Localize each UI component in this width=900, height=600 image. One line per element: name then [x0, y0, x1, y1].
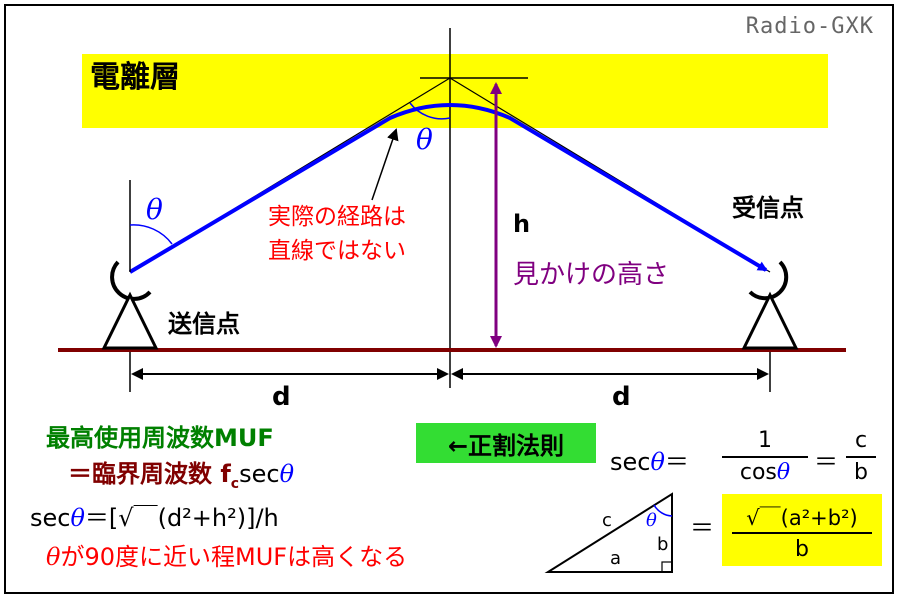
yellow-numerator: √￣(a²+b²)	[746, 506, 858, 530]
actual-path-note-2: 直線ではない	[268, 238, 406, 264]
triangle-equals: ＝	[690, 514, 714, 542]
triangle-theta-label: θ	[646, 510, 657, 531]
sec-def-eq: ＝	[664, 448, 689, 476]
distance-label-left: d	[272, 382, 291, 412]
sec-height-formula: secθ＝[√￣(d²+h²)]/h	[30, 506, 279, 530]
frac-den-2: b	[854, 460, 868, 485]
frac-num-1: 1	[758, 428, 772, 453]
sec-word: sec	[30, 504, 71, 532]
theta-arc-top	[409, 102, 451, 120]
muf-note: θが90度に近い程MUFは高くなる	[46, 545, 407, 569]
annotation-arrow	[371, 128, 399, 201]
fc-subscript: c	[230, 475, 240, 492]
h-label: h	[513, 210, 531, 238]
hypotenuse-ratio-box	[722, 494, 882, 566]
sec-theta: θ	[70, 504, 85, 532]
frac-num-2: c	[854, 428, 868, 453]
theta-arc-transmitter	[129, 224, 173, 245]
outer-frame	[4, 4, 894, 594]
theta-transmitter-label: θ	[146, 193, 163, 226]
frac-bar-1	[722, 456, 808, 458]
cos-theta: θ	[776, 460, 791, 485]
triangle-b-label: b	[657, 534, 669, 555]
ionosphere-band	[82, 54, 828, 128]
muf-title: 最高使用周波数MUF	[46, 424, 274, 452]
frac-den-1: cosθ	[722, 460, 808, 485]
transmitter-label: 送信点	[168, 310, 240, 338]
muf-theta: θ	[279, 460, 295, 488]
receiver-label: 受信点	[732, 194, 804, 222]
muf-sec: sec	[239, 460, 280, 488]
watermark: Radio-GXK	[745, 14, 874, 39]
sec-def-eq2: ＝	[814, 448, 838, 476]
sec-def-lhs: secθ＝	[610, 450, 689, 474]
frac-bar-2	[846, 456, 876, 458]
yellow-denominator: b	[795, 537, 809, 562]
sec-def-sec: sec	[610, 448, 651, 476]
note-theta: θ	[46, 543, 61, 571]
sec-def-theta: θ	[650, 448, 665, 476]
muf-critical-freq: ＝臨界周波数 f	[68, 460, 231, 488]
yellow-frac-bar	[732, 532, 872, 534]
actual-ray-path	[128, 103, 768, 274]
receiver-antenna-icon	[741, 260, 799, 350]
muf-formula: ＝臨界周波数 fcsecθ	[68, 462, 294, 491]
ionosphere-label: 電離層	[90, 60, 180, 95]
triangle-a-label: a	[610, 548, 622, 569]
theta-top-label: θ	[416, 123, 433, 156]
right-triangle	[544, 492, 673, 573]
note-text: が90度に近い程MUFは高くなる	[60, 543, 408, 571]
secant-law-label: ←正割法則	[416, 423, 596, 463]
triangle-c-label: c	[602, 510, 612, 531]
apparent-height-label: 見かけの高さ	[513, 260, 670, 290]
sec-rhs: ＝[√￣(d²+h²)]/h	[84, 504, 279, 532]
distance-label-right: d	[612, 382, 631, 412]
transmitter-antenna-icon	[101, 260, 159, 350]
cos-word: cos	[739, 460, 777, 485]
actual-path-note-1: 実際の経路は	[268, 204, 406, 230]
